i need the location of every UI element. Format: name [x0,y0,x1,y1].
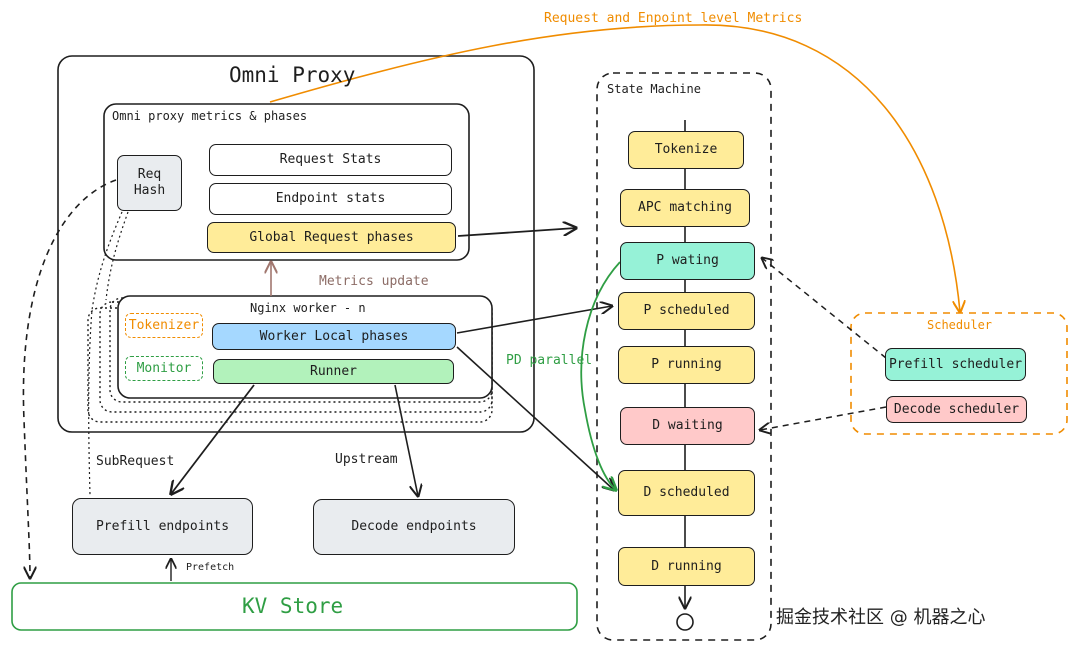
global-request-phases-box: Global Request phases [207,222,456,253]
state-machine-container [596,72,772,641]
kv-store-box [11,582,578,631]
state-machine-title: State Machine [607,82,701,96]
pd-parallel-curve [580,261,621,490]
state-d-waiting: D waiting [620,407,755,445]
subrequest-label: SubRequest [96,454,175,469]
end-state-circle [676,613,694,631]
state-p-waiting: P wating [620,242,755,280]
req-hash-to-kv-arrow [22,179,117,578]
state-d-scheduled: D scheduled [618,470,755,516]
runner-box: Runner [213,359,454,384]
worker-stack-outline [99,301,493,413]
metrics-panel [103,103,470,261]
global-phases-arrow [457,228,576,237]
worker-to-p-scheduled-arrow [456,306,612,334]
prefetch-label: Prefetch [186,562,235,573]
req-hash-box: Req Hash [117,155,182,211]
tokenizer-box: Tokenizer [125,313,203,338]
omni-proxy-container [57,55,535,433]
state-apc-matching: APC matching [620,189,750,227]
upstream-label: Upstream [335,452,398,467]
endpoint-stats-box: Endpoint stats [209,183,452,215]
metrics-curve-label: Request and Enpoint level Metrics [544,11,803,26]
kv-store-label: KV Store [242,594,344,618]
nginx-worker-title: Nginx worker - n [250,301,366,315]
worker-local-phases-box: Worker Local phases [212,323,456,350]
decode-scheduler-arrow [760,406,887,430]
req-hash-dotted-link [88,211,123,496]
decode-scheduler-box: Decode scheduler [886,396,1027,423]
scheduler-title: Scheduler [927,318,993,332]
prefill-endpoints-box: Prefill endpoints [72,498,253,555]
subrequest-arrow [171,384,255,494]
req-hash-dotted-link [105,211,129,301]
monitor-box: Monitor [125,356,203,381]
metrics-update-label: Metrics update [319,274,429,289]
decode-endpoints-box: Decode endpoints [313,499,515,555]
state-p-running: P running [618,346,755,384]
metrics-panel-title: Omni proxy metrics & phases [112,109,308,123]
prefill-scheduler-box: Prefill scheduler [885,348,1026,381]
watermark: 掘金技术社区 @ 机器之心 [776,607,986,628]
worker-to-d-scheduled-arrow [456,346,614,490]
prefill-scheduler-arrow [762,258,887,359]
state-p-scheduled: P scheduled [618,292,755,330]
upstream-arrow [394,384,418,496]
pd-parallel-label: PD parallel [506,353,593,368]
state-tokenize: Tokenize [628,131,744,169]
metrics-curve-arrow [269,24,960,312]
omni-proxy-title: Omni Proxy [229,63,356,87]
request-stats-box: Request Stats [209,144,452,176]
state-d-running: D running [618,547,755,586]
